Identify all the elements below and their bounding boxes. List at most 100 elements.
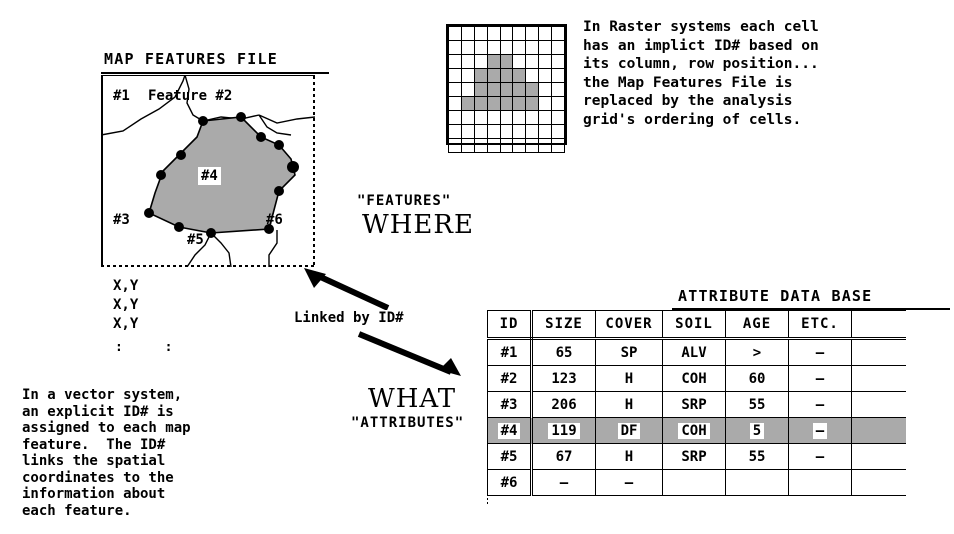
raster-cell (499, 82, 514, 97)
cell-size: 119 (531, 417, 596, 444)
cell-size: – (531, 469, 596, 496)
cell-etc: – (788, 417, 852, 444)
raster-cell (499, 124, 514, 139)
raster-cell (460, 68, 475, 83)
raster-grid-row (448, 110, 565, 125)
raster-cell (525, 40, 540, 55)
cell-age: > (725, 338, 789, 366)
raster-cell (551, 26, 565, 41)
raster-cell (512, 68, 527, 83)
cell-soil: COH (662, 365, 726, 392)
raster-grid-table (448, 26, 565, 153)
map-title-underline (101, 72, 329, 74)
raster-cell (473, 138, 488, 153)
cell-etc: – (788, 365, 852, 392)
raster-cell (499, 54, 514, 69)
cell-etc: – (788, 338, 852, 366)
cell-etc: – (788, 443, 852, 470)
table-header-id: ID (487, 310, 533, 340)
cell-size: 67 (531, 443, 596, 470)
caption-what: WHAT (368, 384, 457, 414)
coordinate-ellipsis: : : (115, 340, 190, 355)
cell-cover: – (595, 469, 663, 496)
raster-cell (538, 138, 552, 153)
highlighted-value: 5 (749, 422, 765, 439)
cell-end (851, 338, 906, 366)
raster-grid-row (448, 54, 565, 69)
raster-cell (448, 82, 462, 97)
raster-grid-row (448, 40, 565, 55)
cell-cover: H (595, 365, 663, 392)
raster-cell (551, 96, 565, 111)
table-header-size: SIZE (531, 310, 596, 340)
cell-soil: ALV (662, 338, 726, 366)
raster-cell (538, 26, 552, 41)
attribute-database-title: ATTRIBUTE DATA BASE (678, 287, 873, 305)
raster-cell (525, 68, 540, 83)
raster-grid-row (448, 138, 565, 153)
raster-cell (512, 124, 527, 139)
raster-cell (525, 138, 540, 153)
cell-id: #6 (487, 469, 533, 496)
raster-cell (512, 96, 527, 111)
arrow-to-database-icon (357, 331, 461, 376)
polygon-vertices (144, 112, 299, 238)
highlighted-value: DF (617, 422, 641, 439)
raster-cell (538, 96, 552, 111)
cell-id: #3 (487, 391, 533, 418)
raster-grid-row (448, 96, 565, 111)
raster-cell (448, 26, 462, 41)
cell-soil (662, 469, 726, 496)
raster-cell (486, 138, 501, 153)
raster-cell (525, 96, 540, 111)
raster-cell (473, 124, 488, 139)
raster-cell (512, 54, 527, 69)
cell-soil: SRP (662, 443, 726, 470)
map-label-feature-4: #4 (198, 167, 221, 185)
raster-cell (499, 40, 514, 55)
raster-cell (460, 96, 475, 111)
raster-cell (525, 26, 540, 41)
raster-cell (486, 110, 501, 125)
raster-cell (448, 96, 462, 111)
map-frame-bottom-dotted-edge (101, 265, 315, 267)
raster-cell (448, 124, 462, 139)
vector-map-drawing (101, 75, 315, 267)
raster-cell (538, 110, 552, 125)
cell-size: 206 (531, 391, 596, 418)
raster-grid-row (448, 26, 565, 41)
cell-age (725, 469, 789, 496)
caption-linked-by-id: Linked by ID# (294, 310, 404, 326)
raster-cell (499, 138, 514, 153)
raster-grid-row (448, 82, 565, 97)
raster-cell (460, 124, 475, 139)
map-features-file-title: MAP FEATURES FILE (104, 50, 278, 68)
caption-features: "FEATURES" (357, 193, 452, 209)
raster-cell (473, 26, 488, 41)
cell-soil: SRP (662, 391, 726, 418)
cell-id: #1 (487, 338, 533, 366)
map-label-feature-2: Feature #2 (148, 88, 233, 104)
raster-cell (538, 124, 552, 139)
cell-etc (788, 469, 852, 496)
raster-cell (486, 82, 501, 97)
raster-cell (512, 82, 527, 97)
raster-cell (525, 110, 540, 125)
table-row[interactable]: #6–– (487, 469, 906, 496)
highlighted-value: 119 (548, 422, 580, 439)
caption-attributes: "ATTRIBUTES" (351, 415, 465, 431)
table-header-cover: COVER (595, 310, 663, 340)
map-label-feature-3: #3 (113, 212, 130, 228)
table-header-age: AGE (725, 310, 789, 340)
raster-cell (448, 110, 462, 125)
table-header-end (851, 310, 906, 340)
cell-end (851, 443, 906, 470)
raster-cell (551, 138, 565, 153)
raster-cell (448, 68, 462, 83)
